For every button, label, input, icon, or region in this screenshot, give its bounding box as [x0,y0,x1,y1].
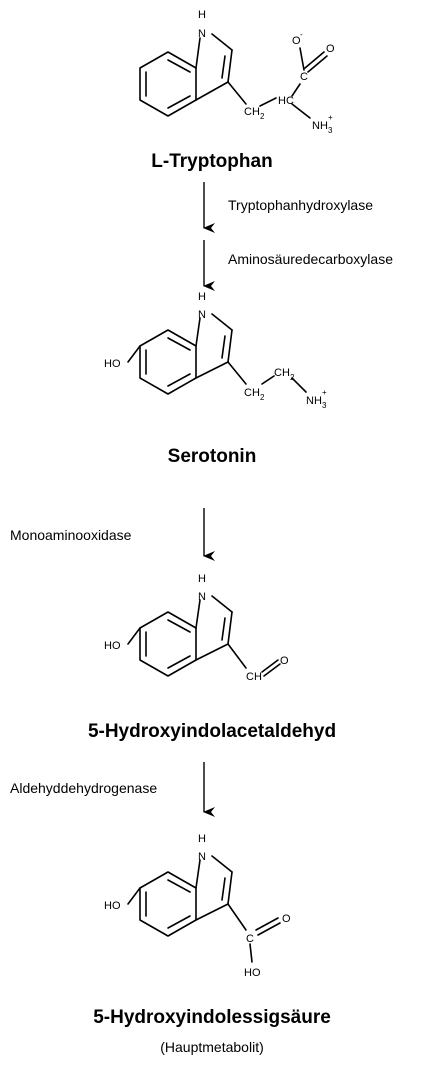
structure-l-tryptophan [139,33,328,119]
structure-5-hydroxyindolessigsaeure [127,855,281,963]
atom-n: N [198,851,206,863]
compound-name-serotonin: Serotonin [168,446,257,467]
atom-o: O [280,655,289,667]
compound-name-5-hydroxyindolessigsaeure: 5-Hydroxyindolessigsäure [93,1007,331,1028]
atom-n: N [198,28,206,40]
structure-serotonin [127,313,307,395]
atom-h: H [198,573,206,585]
atom-c: C [300,71,308,83]
charge-minus: - [300,30,303,39]
atom-ho: HO [244,967,261,979]
subscript-2: 2 [260,393,265,402]
enzyme-label-4: Aldehyddehydrogenase [10,780,157,796]
atom-o: O [326,43,335,55]
atom-ch2: CH [244,387,260,399]
enzyme-label-3: Monoaminooxidase [10,527,132,543]
compound-name-l-tryptophan: L-Tryptophan [151,151,272,172]
compound-note-hauptmetabolit: (Hauptmetabolit) [160,1039,264,1055]
enzyme-label-1: Tryptophanhydroxylase [228,197,373,213]
subscript-2: 2 [260,112,265,121]
atom-h: H [198,833,206,845]
atom-c: C [246,933,254,945]
subscript-3: 3 [322,401,327,410]
atom-ho: HO [104,640,121,652]
atom-ch: CH [246,671,262,683]
charge-plus: + [328,113,333,122]
compound-name-5-hydroxyindolacetaldehyd: 5-Hydroxyindolacetaldehyd [88,721,336,742]
atom-ho: HO [104,358,121,370]
atom-nh3: NH [306,395,322,407]
atom-ho: HO [104,900,121,912]
atom-h: H [198,291,206,303]
subscript-2: 2 [290,373,295,382]
atom-ch2: CH [244,106,260,118]
subscript-3: 3 [328,126,333,135]
enzyme-label-2: Aminosäuredecarboxylase [228,251,393,267]
atom-o-minus: O [292,35,301,47]
atom-ch2: CH [274,367,290,379]
atom-h: H [198,9,206,21]
atom-nh3: NH [312,120,328,132]
atom-hc: HC [278,95,294,107]
structure-5-hydroxyindolacetaldehyd [127,595,281,677]
charge-plus: + [322,388,327,397]
atom-n: N [198,591,206,603]
atom-n: N [198,309,206,321]
atom-o: O [282,913,291,925]
